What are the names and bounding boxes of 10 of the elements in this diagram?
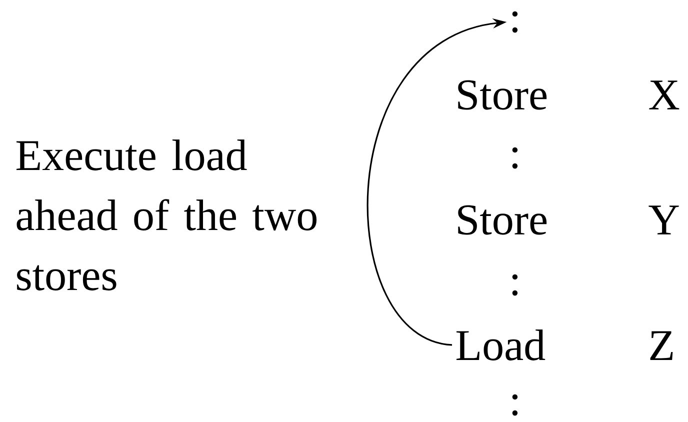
instruction-text: X — [649, 80, 680, 110]
colon-text: : — [512, 274, 518, 296]
instruction-text: Y — [648, 206, 679, 234]
colon-text: : — [512, 11, 518, 33]
description-text: Execute load ahead of the two stores — [16, 140, 316, 290]
instruction-text: Load Z — [456, 330, 673, 360]
colon-text: : — [512, 394, 518, 416]
instruction-text: Store — [458, 80, 547, 110]
colon-text: : — [512, 147, 518, 169]
instruction-text: Store — [458, 205, 547, 235]
